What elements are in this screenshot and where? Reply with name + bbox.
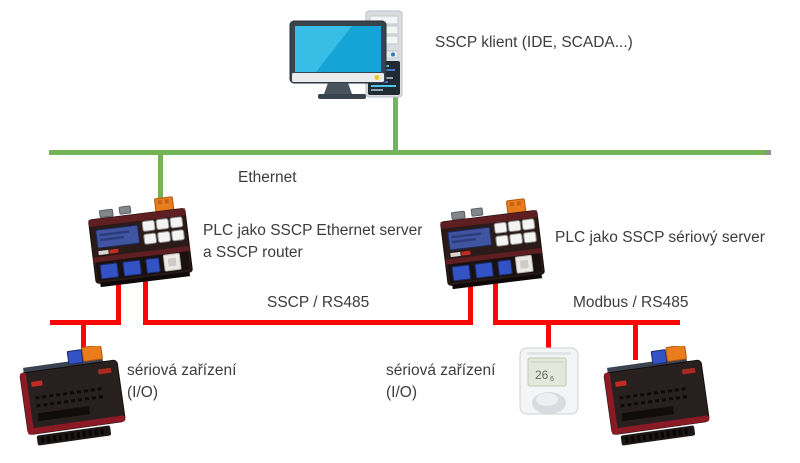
- plc-router-icon: [88, 196, 193, 288]
- plc-router-label: PLC jako SSCP Ethernet server a SSCP rou…: [203, 220, 422, 264]
- serial-devices-right-label-line1: sériová zařízení: [386, 362, 496, 379]
- plc-serial-server-label: PLC jako SSCP sériový server: [555, 229, 765, 246]
- plc-router-label-line1: PLC jako SSCP Ethernet server: [203, 222, 423, 239]
- terminal-block: [99, 262, 119, 280]
- power-led: [374, 75, 380, 80]
- computer-monitor: [289, 20, 387, 99]
- modbus-bus-line: [493, 320, 680, 325]
- ethernet-drop-plc-router-line: [158, 154, 163, 200]
- plc-serial-out-line: [493, 282, 498, 325]
- plc-router-serial-out-left-line: [116, 280, 121, 325]
- thermostat-temperature-decimal: 6: [550, 376, 554, 383]
- plc-keypad: [493, 218, 537, 247]
- drop-thermostat-line: [546, 322, 551, 354]
- modbus-bus-label: Modbus / RS485: [573, 294, 689, 311]
- drop-io-left-line: [81, 322, 86, 362]
- serial-devices-right-label-line2: (I/O): [386, 384, 417, 401]
- sscp-bus-line: [143, 320, 473, 325]
- plc-serial-server-icon: [440, 198, 545, 290]
- serial-devices-left-label-line2: (I/O): [127, 384, 158, 401]
- drop-io-right-line: [633, 322, 638, 360]
- thermostat-temperature-value: 26: [535, 368, 549, 382]
- plc-router-serial-out-right-line: [143, 280, 148, 325]
- thermostat-lcd: [527, 357, 567, 387]
- ethernet-bus-line: [49, 150, 770, 155]
- ethernet-line-endcap: [766, 150, 771, 155]
- io-module-right-icon: [603, 346, 710, 446]
- plc-keypad: [141, 216, 185, 245]
- ethernet-bus-label: Ethernet: [238, 169, 297, 186]
- sscp-bus-label: SSCP / RS485: [267, 294, 370, 311]
- serial-devices-left-label-line1: sériová zařízení: [127, 362, 237, 379]
- io-module-left-icon: [19, 346, 126, 446]
- bus-terminal-connector: [66, 349, 84, 365]
- plc-router-label-line2: a SSCP router: [203, 244, 303, 261]
- thermostat-icon: 26 6: [519, 347, 579, 415]
- terminal-block: [451, 264, 471, 282]
- client-label: SSCP klient (IDE, SCADA...): [435, 34, 633, 51]
- ethernet-drop-client-line: [393, 92, 398, 151]
- bus-terminal-connector: [650, 349, 668, 365]
- plc-serial-in-line: [468, 282, 473, 325]
- serial-devices-left-label: sériová zařízení (I/O): [127, 360, 236, 404]
- desktop-computer-icon: [289, 10, 403, 99]
- serial-devices-right-label: sériová zařízení (I/O): [386, 360, 495, 404]
